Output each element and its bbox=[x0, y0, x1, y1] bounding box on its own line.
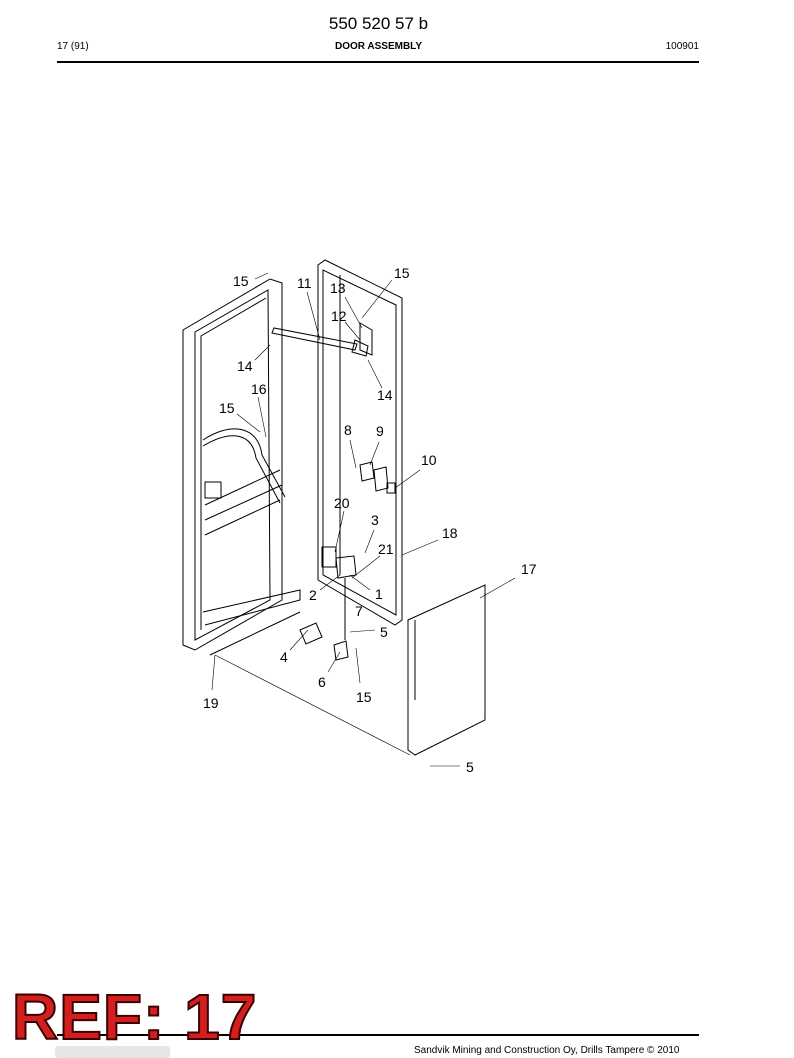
hinge-parts bbox=[359, 322, 396, 494]
doc-date: 100901 bbox=[665, 41, 699, 52]
bottom-plate bbox=[407, 584, 486, 756]
callout-label: 12 bbox=[331, 308, 347, 324]
callout-label: 14 bbox=[237, 358, 253, 374]
callout-label: 13 bbox=[330, 280, 346, 296]
callout-label: 15 bbox=[356, 689, 372, 705]
callout-label: 14 bbox=[377, 387, 393, 403]
callout-label: 5 bbox=[466, 759, 474, 775]
callout-label: 9 bbox=[376, 423, 384, 439]
latch-assembly bbox=[299, 546, 357, 661]
footer-copyright: Sandvik Mining and Construction Oy, Dril… bbox=[414, 1045, 680, 1056]
callout-label: 4 bbox=[280, 649, 288, 665]
callout-label: 11 bbox=[297, 275, 312, 291]
ref-stamp: REF: 17 bbox=[11, 981, 258, 1053]
callout-label: 16 bbox=[251, 381, 267, 397]
right-door-panel bbox=[317, 259, 403, 626]
doc-number: 550 520 57 b bbox=[328, 14, 429, 33]
leader-lines bbox=[211, 272, 516, 767]
footer-rule bbox=[57, 1034, 699, 1036]
callout-label: 2 bbox=[309, 587, 317, 603]
callout-label: 1 bbox=[375, 586, 383, 602]
callout-label: 17 bbox=[521, 561, 537, 577]
callout-label: 7 bbox=[355, 603, 363, 619]
frame-cross-members bbox=[202, 469, 301, 656]
header-rule bbox=[57, 61, 699, 63]
callout-label: 5 bbox=[380, 624, 388, 640]
left-door-frame bbox=[182, 278, 283, 651]
callout-labels: 15 11 15 13 12 14 14 16 15 8 9 10 20 3 1… bbox=[203, 265, 537, 775]
callout-label: 6 bbox=[318, 674, 326, 690]
callout-label: 20 bbox=[334, 495, 350, 511]
callout-label: 10 bbox=[421, 452, 437, 468]
handle-rod bbox=[202, 428, 286, 504]
callout-label: 21 bbox=[378, 541, 394, 557]
callout-label: 15 bbox=[219, 400, 235, 416]
callout-label: 3 bbox=[371, 512, 379, 528]
section-title: DOOR ASSEMBLY bbox=[334, 41, 423, 52]
callout-label: 15 bbox=[394, 265, 410, 281]
callout-label: 18 bbox=[442, 525, 458, 541]
callout-label: 15 bbox=[233, 273, 249, 289]
callout-label: 8 bbox=[344, 422, 352, 438]
callout-label: 19 bbox=[203, 695, 219, 711]
page-count: 17 (91) bbox=[57, 41, 89, 52]
gas-strut bbox=[271, 327, 369, 357]
